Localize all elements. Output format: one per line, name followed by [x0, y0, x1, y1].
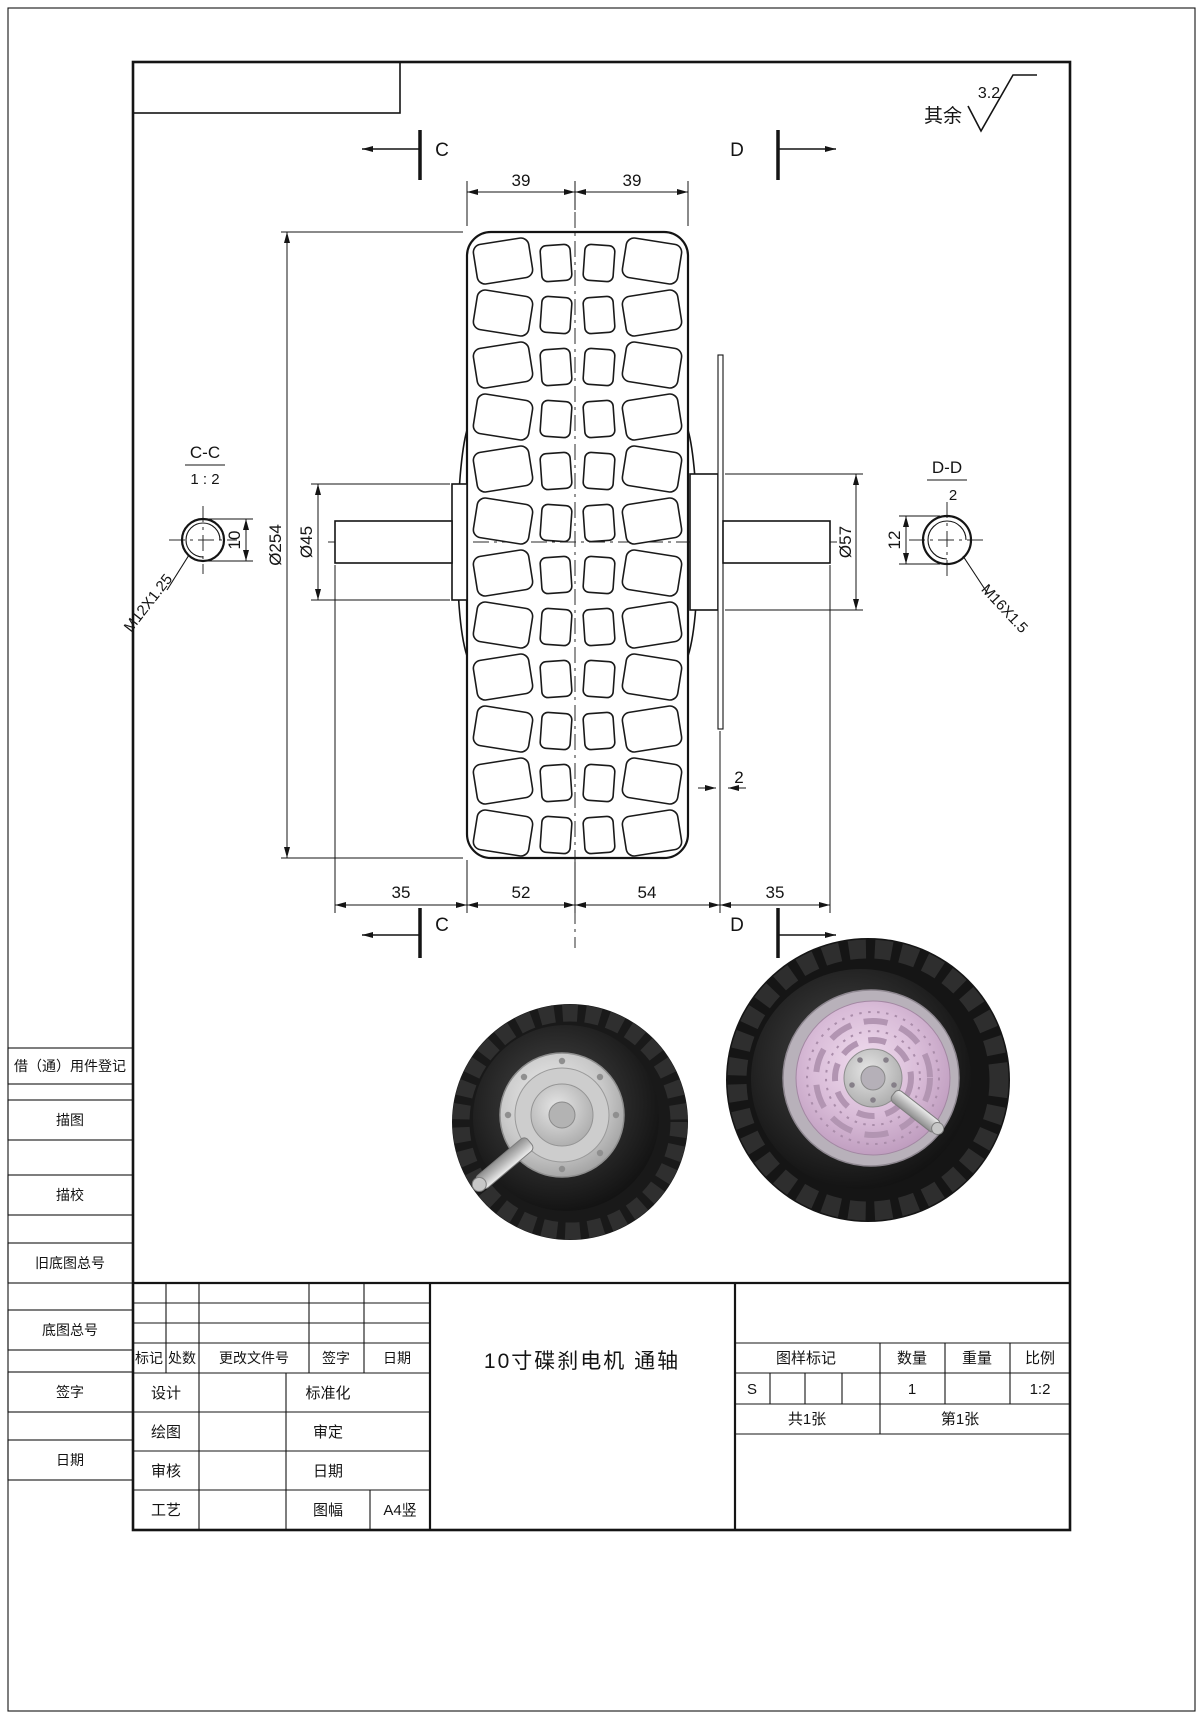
photo-render-brake-side [726, 938, 1010, 1222]
rev-header-signature: 签字 [322, 1350, 350, 1366]
tire-tread-outline [465, 230, 690, 860]
dim-bottom-3: 54 [638, 883, 657, 902]
surface-roughness-value: 3.2 [978, 85, 1000, 102]
cc-shaft-section [180, 517, 226, 563]
section-dd-title: D-D [932, 458, 962, 477]
rev-header-doc-no: 更改文件号 [219, 1350, 289, 1366]
role-process: 工艺 [151, 1502, 181, 1519]
drawing-title: 10寸碟刹电机 通轴 [484, 1350, 680, 1373]
dd-shaft-section [921, 514, 973, 566]
dim-bottom-1: 35 [392, 883, 411, 902]
dim-right-hub-diameter: Ø57 [836, 526, 855, 558]
dimension-lines [243, 189, 909, 908]
quantity-value: 1 [908, 1381, 916, 1398]
thread-callout-left: M12X1.25 [121, 571, 177, 635]
wheel-front-view [334, 230, 831, 860]
dim-top-left: 39 [512, 171, 531, 190]
role-check: 审核 [151, 1463, 181, 1480]
disc-bolts [849, 1057, 897, 1103]
dd-thread-arc [927, 520, 967, 560]
margin-label-old-base-no: 旧底图总号 [35, 1255, 105, 1271]
dim-left-section-length: 10 [225, 531, 244, 550]
dim-disc-thickness: 2 [734, 768, 743, 787]
left-hub-boss [451, 483, 468, 601]
margin-label-trace: 描图 [56, 1112, 84, 1128]
dim-left-hub-diameter: Ø45 [297, 526, 316, 558]
margin-label-date: 日期 [56, 1452, 84, 1468]
page-border [7, 7, 1196, 1712]
rev-header-mark: 标记 [135, 1350, 163, 1366]
surface-roughness-note: 其余 3.2 [924, 74, 1037, 133]
dim-top-right: 39 [623, 171, 642, 190]
dim-outer-diameter: Ø254 [266, 524, 285, 566]
section-letter-d-top: D [730, 140, 744, 161]
rev-header-date: 日期 [383, 1350, 411, 1366]
stamp-header-weight: 重量 [962, 1350, 992, 1367]
dimension-texts: 39 39 Ø254 Ø45 Ø57 10 12 2 35 52 54 35 [225, 171, 904, 902]
section-view-dd: D-D 2 M16X1.5 [921, 458, 1031, 637]
right-shaft [722, 520, 831, 564]
section-view-cc: C-C 1 : 2 M12X1.25 [121, 443, 226, 635]
motor-axle [471, 1137, 534, 1192]
stamp-header-scale: 比例 [1025, 1350, 1055, 1367]
cc-thread-arc [185, 522, 221, 558]
section-cc-title: C-C [190, 443, 220, 462]
extension-lines [208, 181, 940, 913]
sheet-number: 第1张 [941, 1410, 979, 1428]
format-value: A4竖 [383, 1502, 416, 1519]
rev-header-count: 处数 [168, 1350, 196, 1366]
section-letter-c-top: C [435, 140, 449, 161]
section-letter-c-bottom: C [435, 915, 449, 936]
roughness-icon [967, 74, 1037, 133]
margin-label-signature: 签字 [56, 1384, 84, 1400]
sheet-frame [7, 7, 1196, 1712]
section-letter-d-bottom: D [730, 915, 744, 936]
top-left-reference-box [132, 61, 401, 114]
surface-note-label: 其余 [924, 105, 962, 127]
role-standardization: 标准化 [305, 1385, 350, 1402]
role-draw: 绘图 [151, 1424, 181, 1441]
margin-label-proof: 描校 [56, 1187, 84, 1203]
section-dd-scale: 2 [949, 487, 957, 504]
stamp-header-mark: 图样标记 [776, 1350, 836, 1367]
right-hub-boss [689, 473, 719, 611]
dim-bottom-2: 52 [512, 883, 531, 902]
role-date: 日期 [313, 1463, 343, 1480]
brake-axle [890, 1090, 945, 1135]
drawing-frame [131, 60, 1072, 1532]
motor-bolts [504, 1057, 620, 1173]
section-cut-markers: C D C D [362, 130, 836, 958]
role-approve: 审定 [313, 1424, 343, 1441]
stamp-value: S [747, 1381, 757, 1398]
title-block: 标记 处数 更改文件号 签字 日期 设计 标准化 绘图 审定 审核 日期 工艺 … [133, 1281, 1070, 1530]
sheet-total: 共1张 [788, 1411, 826, 1428]
dim-right-section-length: 12 [885, 531, 904, 550]
role-format: 图幅 [313, 1502, 343, 1519]
section-cc-scale: 1 : 2 [190, 471, 219, 488]
margin-panel: 借（通）用件登记 描图 描校 旧底图总号 底图总号 签字 日期 [7, 1047, 134, 1481]
margin-label-base-no: 底图总号 [42, 1322, 98, 1338]
left-shaft [334, 520, 453, 564]
scale-value: 1:2 [1030, 1381, 1051, 1398]
photo-render-motor-side [452, 1004, 688, 1240]
thread-callout-right: M16X1.5 [978, 581, 1031, 637]
role-design: 设计 [151, 1385, 181, 1402]
margin-label-borrow: 借（通）用件登记 [14, 1058, 126, 1074]
dim-bottom-4: 35 [766, 883, 785, 902]
stamp-header-quantity: 数量 [897, 1350, 927, 1367]
